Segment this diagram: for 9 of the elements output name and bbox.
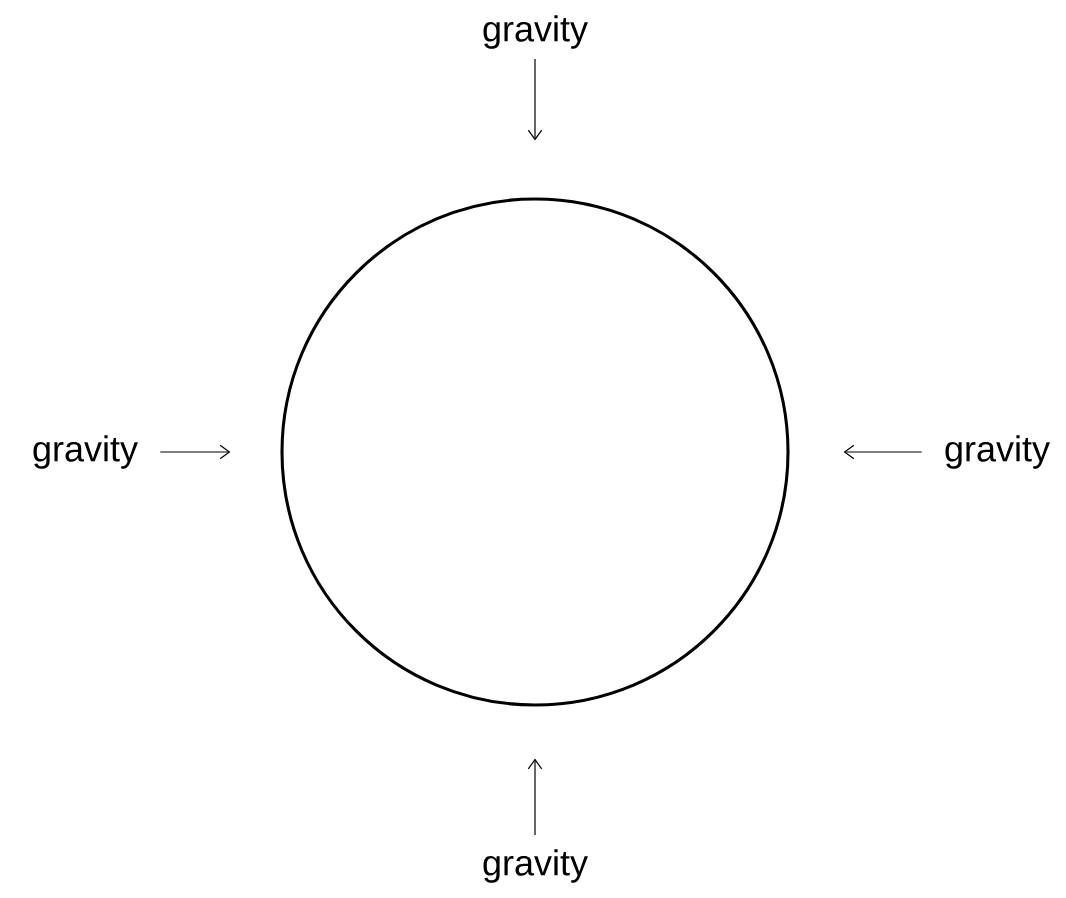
text-label: gravity [945,435,1050,469]
text-label: gravity [483,849,588,883]
arrow [843,444,923,460]
arrow [527,58,543,141]
arrow [159,444,231,460]
text-label: gravity [483,15,588,49]
circle [280,197,790,707]
arrow [527,758,543,836]
text-label: gravity [33,435,138,469]
